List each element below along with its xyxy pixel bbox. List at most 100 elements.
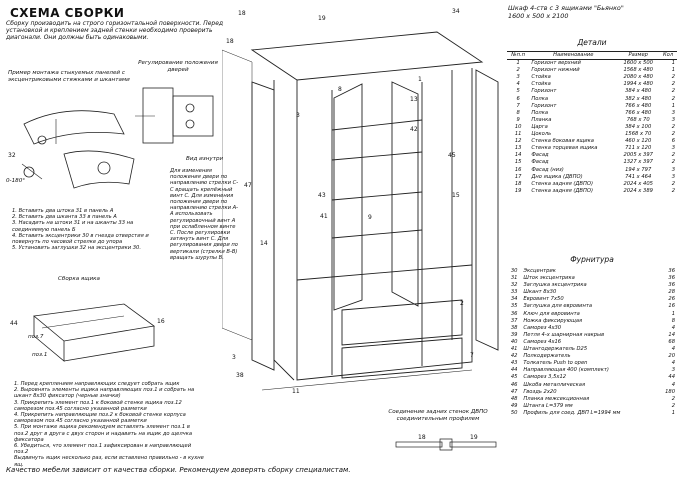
callout-47: 47	[244, 182, 252, 189]
table-cell: 17	[514, 173, 522, 180]
table-cell: 32	[510, 282, 518, 289]
col-num: №п.п	[507, 50, 530, 61]
table-cell: Фасад (низ)	[531, 166, 564, 173]
table-cell: 5	[516, 88, 520, 95]
table-cell: Ключ для евровинта	[523, 310, 580, 317]
table-cell: 13	[514, 145, 522, 152]
table-cell: 36	[668, 268, 675, 274]
table-cell: Гвоздь 2х20	[523, 388, 557, 395]
table-cell: Евровинт 7х50	[523, 296, 564, 303]
table-cell: 1327 х 397	[623, 159, 653, 166]
table-cell: 1568 х 480	[623, 67, 653, 74]
callout-18: 18	[238, 10, 246, 17]
table-cell: 34	[510, 296, 518, 303]
step-item: 5. При монтаже ящика рекомендуем вставля…	[14, 424, 193, 443]
table-cell: 1	[671, 409, 675, 416]
table-cell: 30	[510, 268, 518, 274]
step-item: 6. Убедиться, что элемент поз.1 зафиксир…	[14, 443, 192, 456]
step-item: 4. Прикрепить направляющие поз.2 к боков…	[14, 412, 186, 425]
table-cell: 180	[665, 388, 675, 395]
table-cell: 2	[671, 402, 675, 409]
table-row: 2 Горизонт нижний 1568 х 480 1	[507, 67, 677, 74]
table-cell: 4	[671, 360, 675, 367]
fittings-heading: Фурнитура	[570, 255, 614, 264]
table-cell: Царга	[531, 123, 548, 130]
hinge-reg-label: Регулирование положения дверей	[138, 60, 218, 73]
product-title: Шкаф 4-ств с 3 ящиками "Бьянко" 1600 х 5…	[508, 4, 624, 20]
table-cell: 1600 х 500	[623, 60, 653, 67]
col-name: Наименование	[529, 50, 618, 61]
table-cell: 4	[671, 381, 675, 388]
table-cell: Горизонт	[531, 88, 557, 95]
table-cell: 1	[516, 60, 520, 67]
table-cell: 1	[671, 310, 675, 317]
table-cell: 46	[510, 381, 518, 388]
table-cell: 16	[668, 303, 675, 310]
table-cell: 1568 х 70	[625, 131, 652, 138]
table-cell: Полка	[531, 109, 549, 116]
table-cell: 11	[514, 131, 522, 138]
table-cell: 2	[671, 95, 675, 102]
step-item: 5. Установить заглушки 32 на эксцентрики…	[12, 245, 141, 252]
eccentric-steps: 1. Вставить два штока 31 в панель А 2. В…	[12, 208, 162, 251]
drawer-diagram	[33, 303, 156, 362]
parts-header-row: №п.п Наименование Размер Кол	[507, 50, 677, 61]
table-cell: 4	[671, 346, 675, 353]
table-cell: 768 х 70	[626, 116, 650, 123]
eccentric-example-label: Пример монтажа стыкуемых панелей с эксце…	[8, 70, 130, 83]
table-cell: 711 х 120	[625, 145, 652, 152]
table-cell: Профиль для соед. ДВП L=1994 мм	[523, 409, 621, 416]
step-item: 1. Перед креплением направляющих следует…	[14, 381, 180, 387]
table-cell: 45	[510, 374, 518, 381]
table-cell: 3	[671, 145, 675, 152]
table-cell: 2	[516, 67, 520, 74]
table-cell: 3	[671, 173, 675, 180]
step-item: 2. Выровнять элементы ящика направляющих…	[14, 387, 195, 400]
callout-38: 38	[236, 372, 244, 379]
table-cell: 2024 х 389	[623, 187, 653, 194]
table-cell: Горизонт нижний	[531, 67, 580, 74]
step-item: 1. Вставить два штока 31 в панель А	[12, 208, 114, 214]
eccentric-diagram	[21, 110, 135, 189]
table-cell: Заглушка эксцентрика	[523, 282, 587, 289]
callout-42: 42	[410, 126, 418, 133]
table-cell: 48	[510, 395, 518, 402]
callout-9: 9	[368, 214, 372, 221]
callout-34: 34	[452, 8, 460, 15]
table-cell: 44	[668, 374, 675, 381]
callout-45: 45	[448, 152, 456, 159]
table-cell: 40	[510, 338, 518, 345]
table-cell: 1	[671, 67, 675, 74]
parts-heading: Детали	[577, 38, 607, 47]
table-cell: Полкодержатель	[523, 353, 571, 360]
table-cell: Шкант 8х30	[523, 289, 557, 296]
angle-label: 0-180°	[6, 178, 26, 184]
table-cell: 2080 х 480	[623, 74, 653, 81]
table-cell: 35	[510, 303, 518, 310]
pos7-label: поз.7	[28, 334, 44, 340]
col-size: Размер	[617, 50, 660, 61]
drawer-assembly-label: Сборка ящика	[58, 276, 100, 282]
callout-3b: 3	[232, 354, 236, 361]
table-cell: 2	[671, 131, 675, 138]
table-cell: 36	[668, 282, 675, 289]
